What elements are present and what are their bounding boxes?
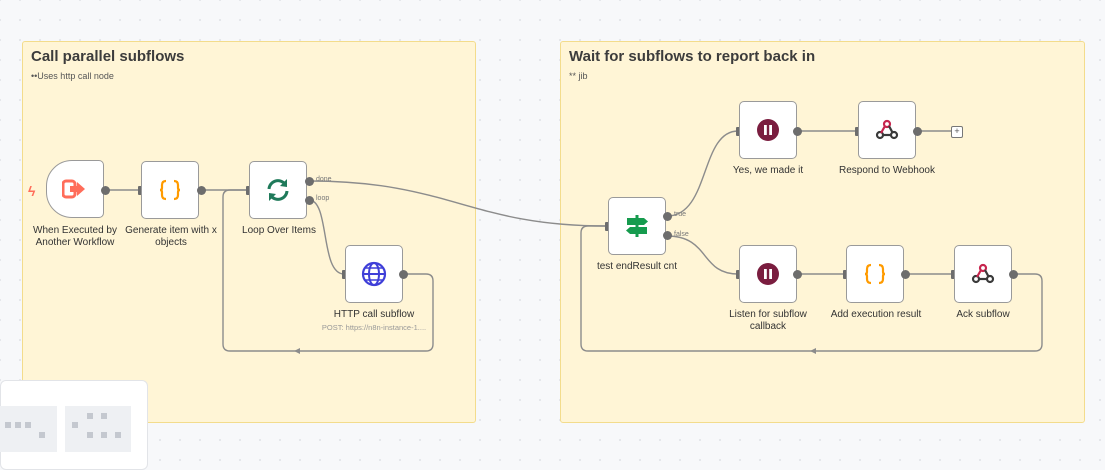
minimap-region: [0, 406, 57, 452]
minimap-node: [87, 413, 93, 419]
pause-icon: [756, 262, 780, 286]
output-port[interactable]: [197, 186, 206, 195]
output-port[interactable]: [793, 127, 802, 136]
output-port[interactable]: [913, 127, 922, 136]
minimap-region: [65, 406, 131, 452]
minimap-node: [15, 422, 21, 428]
input-port[interactable]: [855, 127, 859, 136]
minimap-node: [115, 432, 121, 438]
pause-icon: [756, 118, 780, 142]
connection-test-false-listen: [666, 235, 739, 275]
node-subtitle: POST: https://n8n-instance-1....: [321, 323, 427, 332]
trigger-bolt-icon: ϟ: [28, 183, 36, 199]
node-label: Listen for subflow callback: [729, 309, 807, 332]
input-port[interactable]: [951, 270, 955, 279]
minimap-node: [5, 422, 11, 428]
node-ack-subflow[interactable]: [954, 245, 1012, 303]
input-port[interactable]: [246, 186, 250, 195]
node-label: Respond to Webhook: [839, 165, 935, 176]
output-port[interactable]: [399, 270, 408, 279]
output-port[interactable]: [1009, 270, 1018, 279]
output-port-loop[interactable]: [305, 196, 314, 205]
input-port[interactable]: [736, 270, 740, 279]
output-port[interactable]: [793, 270, 802, 279]
node-loop-over-items[interactable]: [249, 161, 307, 219]
output-port[interactable]: [901, 270, 910, 279]
node-label: Loop Over Items: [242, 225, 316, 236]
sticky-note-title: Call parallel subflows: [31, 48, 185, 65]
code-braces-icon: [863, 262, 887, 286]
minimap-node: [39, 432, 45, 438]
sticky-note-title: Wait for subflows to report back in: [569, 48, 816, 65]
port-label: false: [674, 231, 689, 238]
node-label: HTTP call subflow: [333, 309, 415, 320]
minimap-node: [87, 432, 93, 438]
node-label: When Executed by Another Workflow: [33, 225, 117, 248]
globe-icon: [361, 261, 387, 287]
sync-arrows-icon: [265, 177, 291, 203]
webhook-icon: [875, 118, 899, 142]
input-port[interactable]: [736, 127, 740, 136]
input-port[interactable]: [843, 270, 847, 279]
node-add-execution-result[interactable]: [846, 245, 904, 303]
port-label: true: [674, 211, 687, 218]
arrow-marker: [810, 348, 816, 354]
node-http-call-subflow[interactable]: [345, 245, 403, 303]
sticky-note-call-parallel[interactable]: Call parallel subflows ••Uses http call …: [22, 41, 476, 423]
node-respond-webhook[interactable]: [858, 101, 916, 159]
output-port-true[interactable]: [663, 212, 672, 221]
node-generate-item[interactable]: [141, 161, 199, 219]
output-port[interactable]: [101, 186, 110, 195]
node-label: Generate item with x objects: [125, 225, 217, 248]
input-port[interactable]: [342, 270, 346, 279]
input-port[interactable]: [605, 222, 609, 231]
minimap-node: [25, 422, 31, 428]
node-label: Ack subflow: [956, 309, 1010, 320]
node-test-endresult[interactable]: [608, 197, 666, 255]
port-label: done: [316, 176, 332, 183]
node-label: Add execution result: [830, 309, 922, 320]
signpost-icon: [624, 213, 650, 239]
sticky-note-subtitle: ••Uses http call node: [31, 71, 114, 81]
connection-loop-http: [308, 199, 345, 275]
node-listen-callback[interactable]: [739, 245, 797, 303]
output-port-done[interactable]: [305, 177, 314, 186]
add-node-button[interactable]: +: [951, 126, 963, 138]
node-label: Yes, we made it: [732, 165, 804, 176]
output-port-false[interactable]: [663, 231, 672, 240]
input-port[interactable]: [138, 186, 142, 195]
connection-loop-done-test: [308, 180, 607, 227]
minimap-node: [72, 422, 78, 428]
connection-http-loopback: [222, 189, 434, 352]
connection-test-true-yes: [666, 130, 739, 217]
minimap[interactable]: [0, 380, 148, 470]
sticky-note-subtitle: ** jib: [569, 71, 588, 81]
minimap-node: [101, 432, 107, 438]
node-yes-made-it[interactable]: [739, 101, 797, 159]
code-braces-icon: [158, 178, 182, 202]
node-when-executed[interactable]: [46, 160, 104, 218]
node-label: test endResult cnt: [596, 261, 678, 272]
arrow-marker: [294, 348, 300, 354]
sign-in-arrow-icon: [62, 178, 88, 200]
port-label: loop: [316, 195, 330, 202]
minimap-node: [101, 413, 107, 419]
webhook-icon: [971, 262, 995, 286]
